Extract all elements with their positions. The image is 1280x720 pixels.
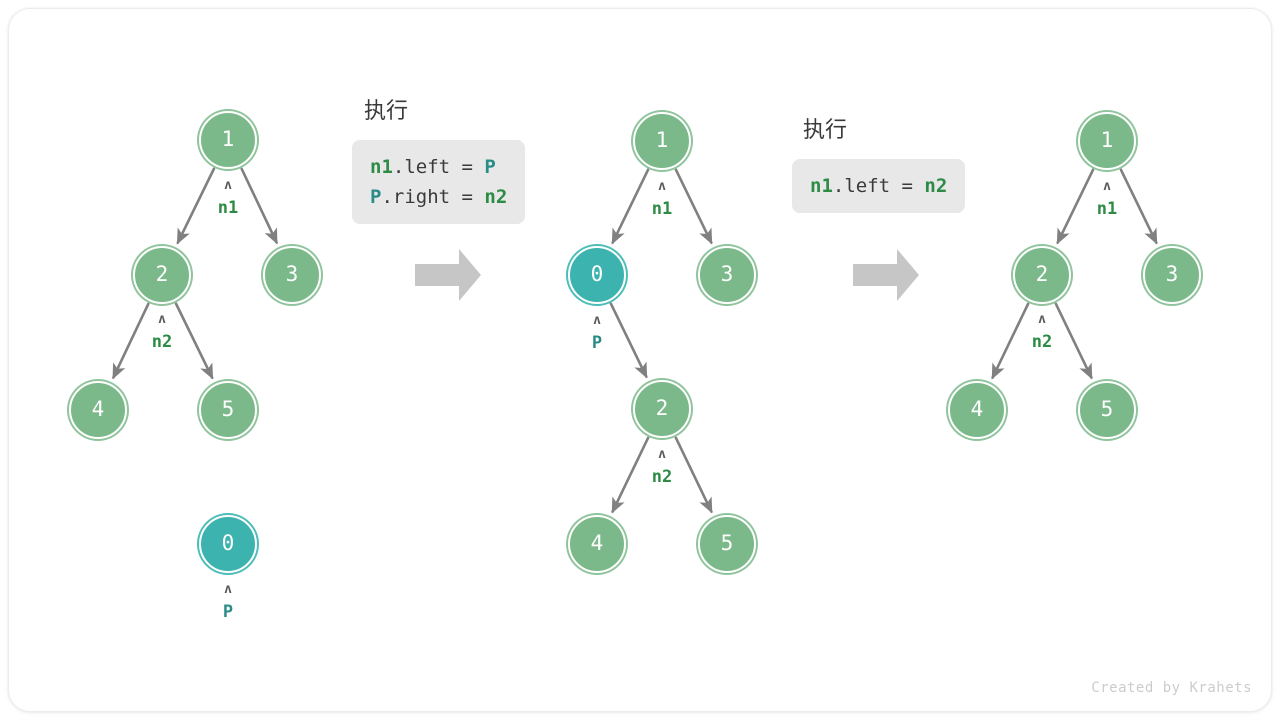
tree-node-5[interactable]: 5	[199, 381, 257, 439]
code-token: n1	[370, 156, 393, 178]
pointer-label-n1: ʌ n1	[1067, 179, 1147, 219]
code-token: P	[370, 186, 382, 208]
pointer-label-text: P	[222, 602, 234, 622]
tree-node-5[interactable]: 5	[698, 515, 756, 573]
caret-up-icon: ʌ	[224, 582, 232, 597]
tree-node-1[interactable]: 1	[199, 111, 257, 169]
code-line: n1.left = n2	[810, 171, 947, 201]
tree-node-value: 2	[655, 396, 669, 420]
tree-node-value: 3	[1165, 262, 1179, 286]
tree-node-2[interactable]: 2	[133, 246, 191, 304]
tree-node-value: 0	[221, 531, 235, 555]
code-token: n2	[924, 175, 948, 197]
tree-node-value: 2	[1035, 262, 1049, 286]
pointer-label-n1: ʌ n1	[188, 178, 268, 218]
pointer-label-n2: ʌ n2	[122, 312, 202, 352]
caret-up-icon: ʌ	[658, 447, 666, 462]
code-token: n1	[810, 175, 833, 197]
tree-node-value: 1	[1100, 128, 1114, 152]
caret-up-icon: ʌ	[224, 178, 232, 193]
tree-node-value: 1	[221, 127, 235, 151]
tree-node-value: 4	[590, 531, 604, 555]
code-token: .left =	[392, 156, 485, 178]
tree-node-value: 2	[155, 262, 169, 286]
tree-node-2[interactable]: 2	[1013, 246, 1071, 304]
code-token: n2	[484, 186, 508, 208]
tree-node-5[interactable]: 5	[1078, 381, 1136, 439]
pointer-label-n2: ʌ n2	[1002, 312, 1082, 352]
pointer-label-text: n1	[1096, 199, 1118, 219]
pointer-label-text: n1	[217, 198, 239, 218]
caret-up-icon: ʌ	[593, 313, 601, 328]
tree-node-4[interactable]: 4	[568, 515, 626, 573]
watermark-credit: Created by Krahets	[1091, 680, 1252, 696]
tree-node-3[interactable]: 3	[1143, 246, 1201, 304]
tree-node-4[interactable]: 4	[948, 381, 1006, 439]
tree-node-4[interactable]: 4	[69, 381, 127, 439]
code-line: n1.left = P	[370, 152, 507, 182]
tree-node-3[interactable]: 3	[698, 246, 756, 304]
code-token: P	[484, 156, 496, 178]
caret-up-icon: ʌ	[1103, 179, 1111, 194]
pointer-label-n1: ʌ n1	[622, 179, 702, 219]
tree-node-2[interactable]: 2	[633, 380, 691, 438]
tree-node-value: 5	[720, 531, 734, 555]
pointer-label-text: n1	[651, 199, 673, 219]
code-token: .right =	[381, 186, 485, 208]
caret-up-icon: ʌ	[1038, 312, 1046, 327]
tree-node-value: 3	[720, 262, 734, 286]
tree-node-0[interactable]: 0	[568, 246, 626, 304]
pointer-label-text: n2	[1031, 332, 1053, 352]
pointer-label-text: P	[591, 333, 603, 353]
tree-node-3[interactable]: 3	[263, 246, 321, 304]
pointer-label-n2: ʌ n2	[622, 447, 702, 487]
caret-up-icon: ʌ	[158, 312, 166, 327]
code-snippet-step2: n1.left = n2	[792, 159, 966, 213]
caret-up-icon: ʌ	[658, 179, 666, 194]
exec-heading: 执行	[803, 118, 848, 143]
tree-node-1[interactable]: 1	[633, 112, 691, 170]
tree-node-value: 5	[1100, 397, 1114, 421]
tree-node-1[interactable]: 1	[1078, 112, 1136, 170]
pointer-label-text: n2	[151, 332, 173, 352]
tree-node-value: 1	[655, 128, 669, 152]
tree-node-value: 0	[590, 262, 604, 286]
code-token: .left =	[832, 175, 925, 197]
tree-node-value: 4	[91, 397, 105, 421]
code-line: P.right = n2	[370, 182, 507, 212]
tree-node-value: 3	[285, 262, 299, 286]
tree-node-0[interactable]: 0	[199, 515, 257, 573]
exec-heading: 执行	[364, 99, 409, 124]
pointer-label-text: n2	[651, 467, 673, 487]
tree-node-value: 4	[970, 397, 984, 421]
tree-node-value: 5	[221, 397, 235, 421]
